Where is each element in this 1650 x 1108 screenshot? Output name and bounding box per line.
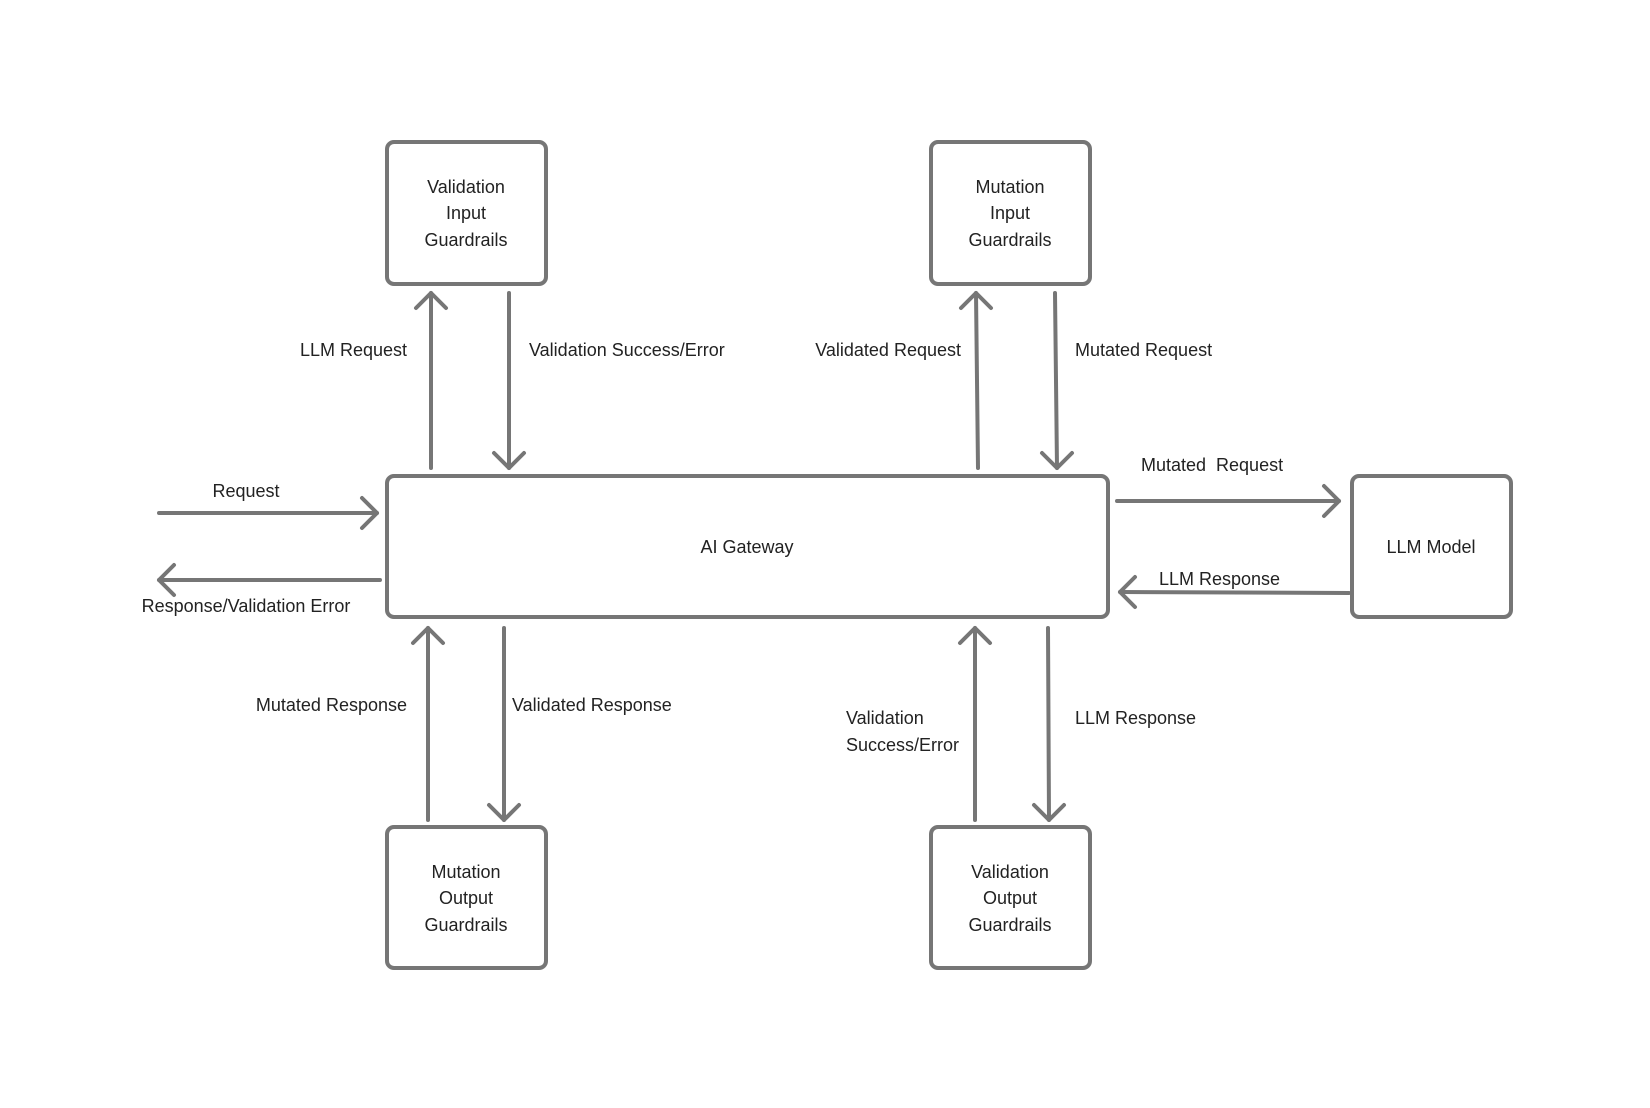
svg-text:Input: Input bbox=[990, 203, 1030, 223]
edge-mutated-response: Mutated Response bbox=[256, 626, 445, 822]
node-label-line: Guardrails bbox=[424, 915, 507, 935]
node-mutation-input-guardrails: Mutation Input Guardrails bbox=[929, 140, 1092, 286]
edge-llm-response-right: LLM Response bbox=[1118, 569, 1351, 609]
edge-label: Mutated Response bbox=[256, 695, 407, 715]
edge-validation-success-error-top: Validation Success/Error bbox=[492, 291, 725, 470]
svg-text:Guardrails: Guardrails bbox=[968, 230, 1051, 250]
svg-text:Mutation: Mutation bbox=[431, 862, 500, 882]
edge-validation-success-error-bottom: Validation Success/Error bbox=[846, 626, 992, 822]
svg-text:Success/Error: Success/Error bbox=[846, 735, 959, 755]
node-label-line: Output bbox=[439, 888, 493, 908]
edge-label: Response/Validation Error bbox=[142, 596, 351, 616]
svg-text:Validation: Validation bbox=[846, 708, 924, 728]
svg-text:Output: Output bbox=[439, 888, 493, 908]
edge-label-line: Validation bbox=[846, 708, 924, 728]
edge-label: Validation Success/Error bbox=[529, 340, 725, 360]
node-label-line: Input bbox=[446, 203, 486, 223]
node-ai-gateway: AI Gateway bbox=[385, 474, 1110, 619]
edge-mutated-request-right: Mutated Request bbox=[1115, 455, 1341, 518]
svg-text:Guardrails: Guardrails bbox=[424, 230, 507, 250]
svg-text:Mutation: Mutation bbox=[975, 177, 1044, 197]
node-validation-output-guardrails: Validation Output Guardrails bbox=[929, 825, 1092, 970]
node-label-line: Mutation bbox=[975, 177, 1044, 197]
node-label-line: Input bbox=[990, 203, 1030, 223]
node-llm-model: LLM Model bbox=[1350, 474, 1513, 619]
svg-text:Guardrails: Guardrails bbox=[424, 915, 507, 935]
node-label-line: Guardrails bbox=[424, 230, 507, 250]
edge-label: Request bbox=[212, 481, 279, 501]
edge-mutated-request-top: Mutated Request bbox=[1040, 291, 1212, 470]
edge-request-in: Request bbox=[157, 481, 379, 530]
node-label-line: Output bbox=[983, 888, 1037, 908]
edge-label: Validated Request bbox=[815, 340, 961, 360]
node-validation-input-guardrails: Validation Input Guardrails bbox=[385, 140, 548, 286]
edge-label: Validated Response bbox=[512, 695, 672, 715]
edge-label: Mutated Request bbox=[1075, 340, 1212, 360]
llm-model-label: LLM Model bbox=[1386, 537, 1475, 557]
node-label-line: Guardrails bbox=[968, 230, 1051, 250]
edge-label: LLM Request bbox=[300, 340, 407, 360]
node-label-line: Validation bbox=[427, 177, 505, 197]
svg-text:Guardrails: Guardrails bbox=[968, 915, 1051, 935]
edge-label: LLM Response bbox=[1075, 708, 1196, 728]
edge-label-line: Success/Error bbox=[846, 735, 959, 755]
edge-label: Mutated Request bbox=[1141, 455, 1283, 475]
svg-text:Validation: Validation bbox=[971, 862, 1049, 882]
svg-text:Validation: Validation bbox=[427, 177, 505, 197]
gateway-label: AI Gateway bbox=[700, 537, 793, 557]
svg-text:Output: Output bbox=[983, 888, 1037, 908]
node-mutation-output-guardrails: Mutation Output Guardrails bbox=[385, 825, 548, 970]
edge-validated-request: Validated Request bbox=[815, 291, 993, 470]
node-label-line: Guardrails bbox=[968, 915, 1051, 935]
node-label-line: Mutation bbox=[431, 862, 500, 882]
edge-response-out: Response/Validation Error bbox=[142, 563, 382, 616]
edge-validated-response: Validated Response bbox=[487, 626, 672, 822]
edge-llm-request: LLM Request bbox=[300, 291, 448, 470]
node-label-line: Validation bbox=[971, 862, 1049, 882]
edge-label: LLM Response bbox=[1159, 569, 1280, 589]
edge-llm-response-bottom: LLM Response bbox=[1032, 626, 1196, 822]
svg-text:Input: Input bbox=[446, 203, 486, 223]
